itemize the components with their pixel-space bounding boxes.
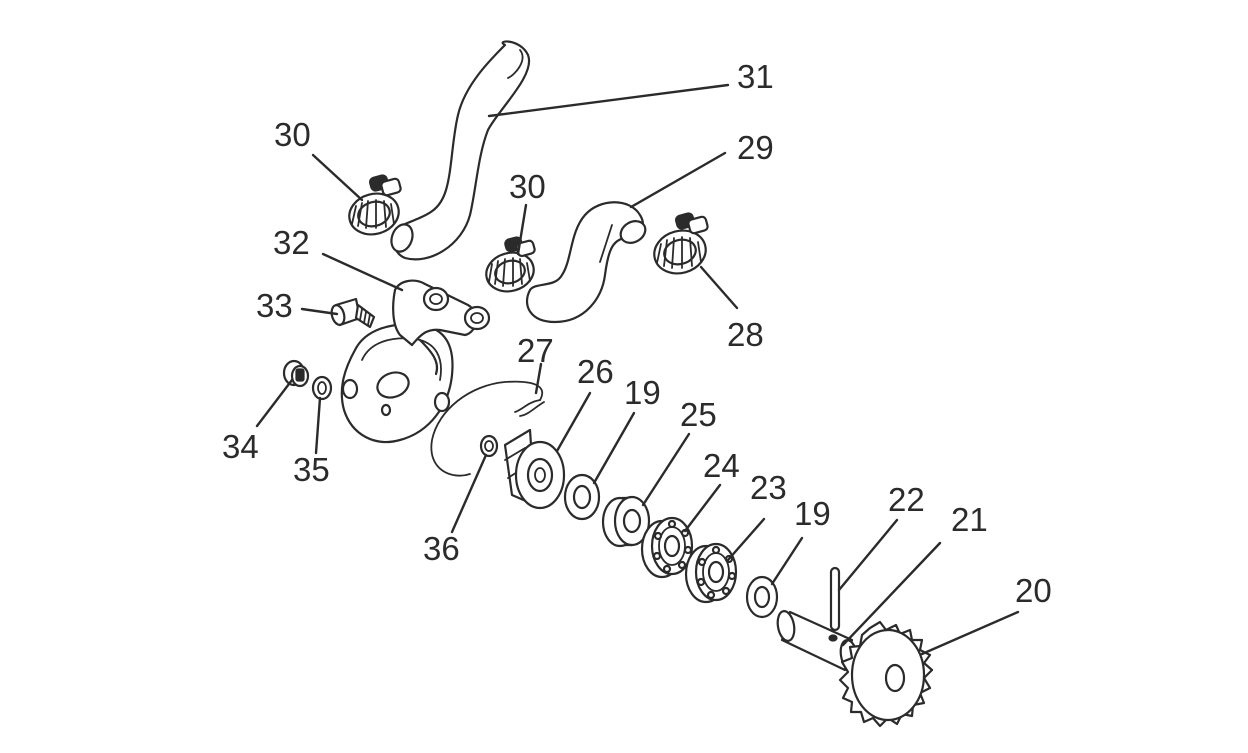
- callout-27: 27: [517, 332, 554, 369]
- washer-19-lower: [745, 575, 779, 619]
- callout-36: 36: [423, 530, 460, 567]
- leader-19-lower: [770, 536, 804, 586]
- pin-22: [829, 566, 841, 632]
- clamp-28: [653, 212, 709, 275]
- leader-22: [837, 518, 899, 592]
- bearing-23: [684, 542, 738, 604]
- leader-29: [629, 151, 727, 209]
- hose-31: [390, 40, 531, 261]
- callout-labels: 31 30 30 29 32 33 28 27 26 19 25 24 23 1…: [222, 58, 1052, 609]
- callout-31: 31: [737, 58, 774, 95]
- leader-31: [487, 83, 730, 118]
- clamp-30-left: [348, 174, 402, 236]
- callout-25: 25: [680, 396, 717, 433]
- callout-23: 23: [750, 469, 787, 506]
- callout-28: 28: [727, 316, 764, 353]
- leader-30-left: [311, 153, 364, 202]
- spacer-25: [601, 495, 651, 548]
- callout-33: 33: [256, 287, 293, 324]
- gear-20: [838, 620, 934, 728]
- leader-35: [314, 396, 322, 455]
- leader-lines: [255, 83, 1020, 656]
- clamp-30-middle: [485, 236, 536, 293]
- leader-20: [920, 610, 1020, 656]
- bearing-24: [640, 516, 694, 579]
- leader-24: [683, 483, 722, 533]
- hose-29: [525, 201, 647, 324]
- leader-32: [321, 252, 404, 292]
- leader-36: [450, 453, 488, 534]
- callout-32: 32: [273, 224, 310, 261]
- leader-34: [255, 378, 294, 428]
- washer-35: [311, 375, 333, 401]
- bolt-33: [330, 297, 376, 329]
- leader-27: [534, 362, 543, 395]
- callout-19-upper: 19: [624, 374, 661, 411]
- callout-21: 21: [951, 501, 988, 538]
- callout-34: 34: [222, 428, 259, 465]
- o-ring-27: [430, 380, 545, 477]
- leader-33: [300, 307, 339, 316]
- callout-20: 20: [1015, 572, 1052, 609]
- leader-21: [841, 541, 942, 647]
- impeller-26: [503, 428, 566, 510]
- callout-22: 22: [888, 481, 925, 518]
- screw-34: [282, 359, 310, 388]
- leader-26: [555, 391, 592, 453]
- callout-30-left: 30: [274, 116, 311, 153]
- leader-28: [699, 265, 739, 310]
- leader-23: [726, 517, 766, 562]
- callout-35: 35: [293, 451, 330, 488]
- pump-cover-32: [340, 279, 491, 444]
- seal-36: [479, 434, 499, 458]
- callout-19-lower: 19: [794, 495, 831, 532]
- washer-19-upper: [563, 473, 601, 521]
- callout-30-middle: 30: [509, 168, 546, 205]
- leader-19-upper: [592, 411, 636, 485]
- leader-25: [641, 432, 691, 507]
- callout-24: 24: [703, 447, 740, 484]
- leader-30-middle: [516, 203, 528, 256]
- callout-29: 29: [737, 129, 774, 166]
- callout-26: 26: [577, 353, 614, 390]
